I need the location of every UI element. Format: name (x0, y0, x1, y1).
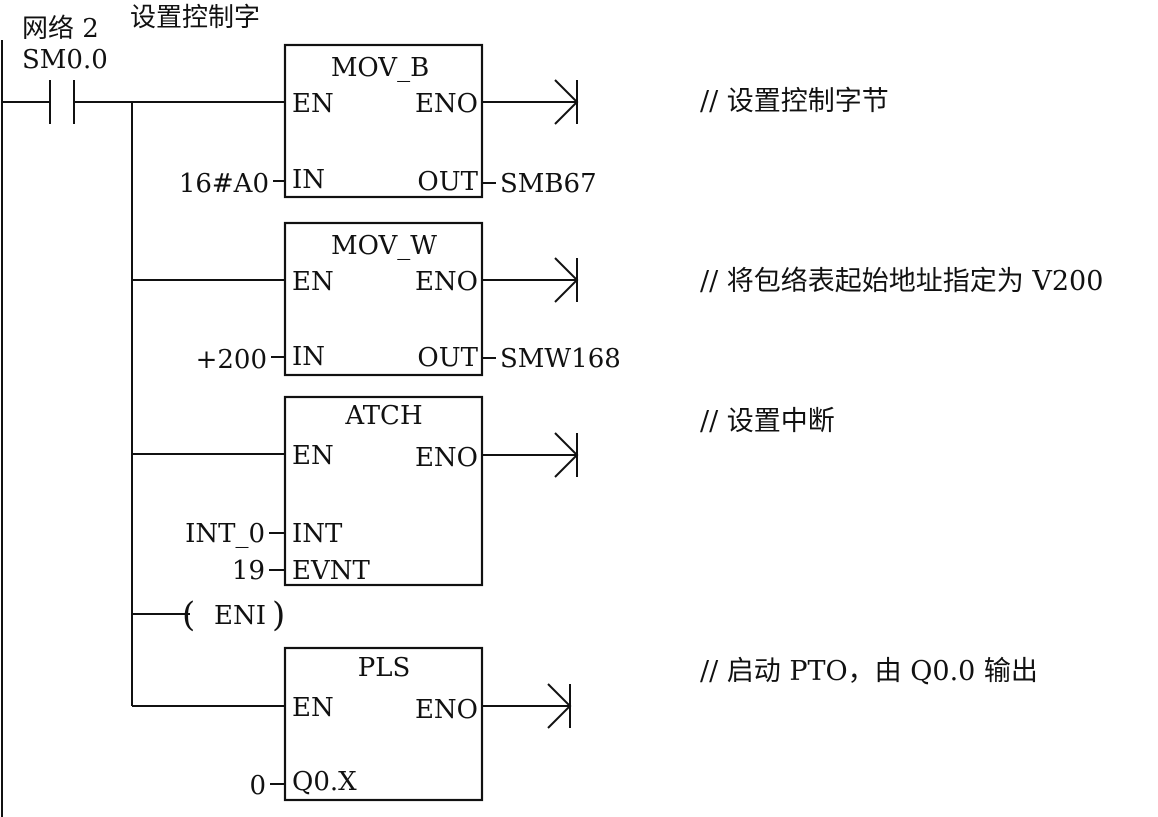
normally-open-contact[interactable] (49, 80, 75, 124)
block-name: ATCH (344, 401, 422, 431)
eno-output-arrow (482, 257, 579, 303)
block-frame (283, 221, 484, 377)
block-name: PLS (358, 653, 411, 683)
comment: // 启动 PTO，由 Q0.0 输出 (700, 656, 1038, 687)
in-pin: IN (292, 342, 325, 372)
en-pin: EN (292, 89, 334, 119)
eno-pin: ENO (415, 89, 478, 119)
eno-pin: ENO (415, 695, 478, 725)
eno-pin: ENO (415, 443, 478, 473)
en-pin: EN (292, 441, 334, 471)
comment: // 将包络表起始地址指定为 V200 (700, 266, 1103, 297)
coil-label: ENI (214, 601, 266, 631)
mov-w-block[interactable]: MOV_W EN ENO IN OUT (283, 221, 484, 377)
comment: // 设置控制字节 (700, 86, 889, 117)
en-pin: EN (292, 693, 334, 723)
int-value: INT_0 (185, 519, 265, 549)
eno-output-arrow (482, 432, 579, 478)
in-value: 16#A0 (179, 169, 269, 199)
block-name: MOV_W (331, 231, 437, 261)
evnt-value: 19 (232, 556, 265, 586)
block-frame (283, 646, 484, 802)
en-pin: EN (292, 267, 334, 297)
coil-close-paren: ) (272, 595, 285, 635)
in-value: +200 (196, 345, 267, 375)
pls-block[interactable]: PLS EN ENO Q0.X (283, 646, 484, 802)
coil-open-paren: ( (182, 595, 195, 635)
out-value: SMB67 (500, 169, 597, 199)
block-frame (283, 43, 484, 199)
mov-b-block[interactable]: MOV_B EN ENO IN OUT (283, 43, 484, 199)
block-frame (283, 395, 484, 587)
out-pin: OUT (417, 167, 478, 197)
q-pin: Q0.X (292, 767, 357, 797)
contact-address: SM0.0 (22, 45, 108, 75)
evnt-pin: EVNT (292, 556, 371, 586)
block-name: MOV_B (331, 53, 429, 83)
eno-pin: ENO (415, 267, 478, 297)
eni-coil[interactable]: ( ENI ) (182, 595, 285, 635)
atch-block[interactable]: ATCH EN ENO INT EVNT (283, 395, 484, 587)
network-title: 设置控制字 (130, 3, 260, 33)
out-pin: OUT (417, 343, 478, 373)
network-label: 网络 2 (22, 14, 99, 44)
q-value: 0 (249, 771, 266, 801)
eno-output-arrow (482, 79, 579, 125)
out-value: SMW168 (500, 344, 621, 374)
comment: // 设置中断 (700, 406, 835, 437)
int-pin: INT (292, 519, 343, 549)
eno-output-arrow (482, 683, 572, 729)
in-pin: IN (292, 165, 325, 195)
